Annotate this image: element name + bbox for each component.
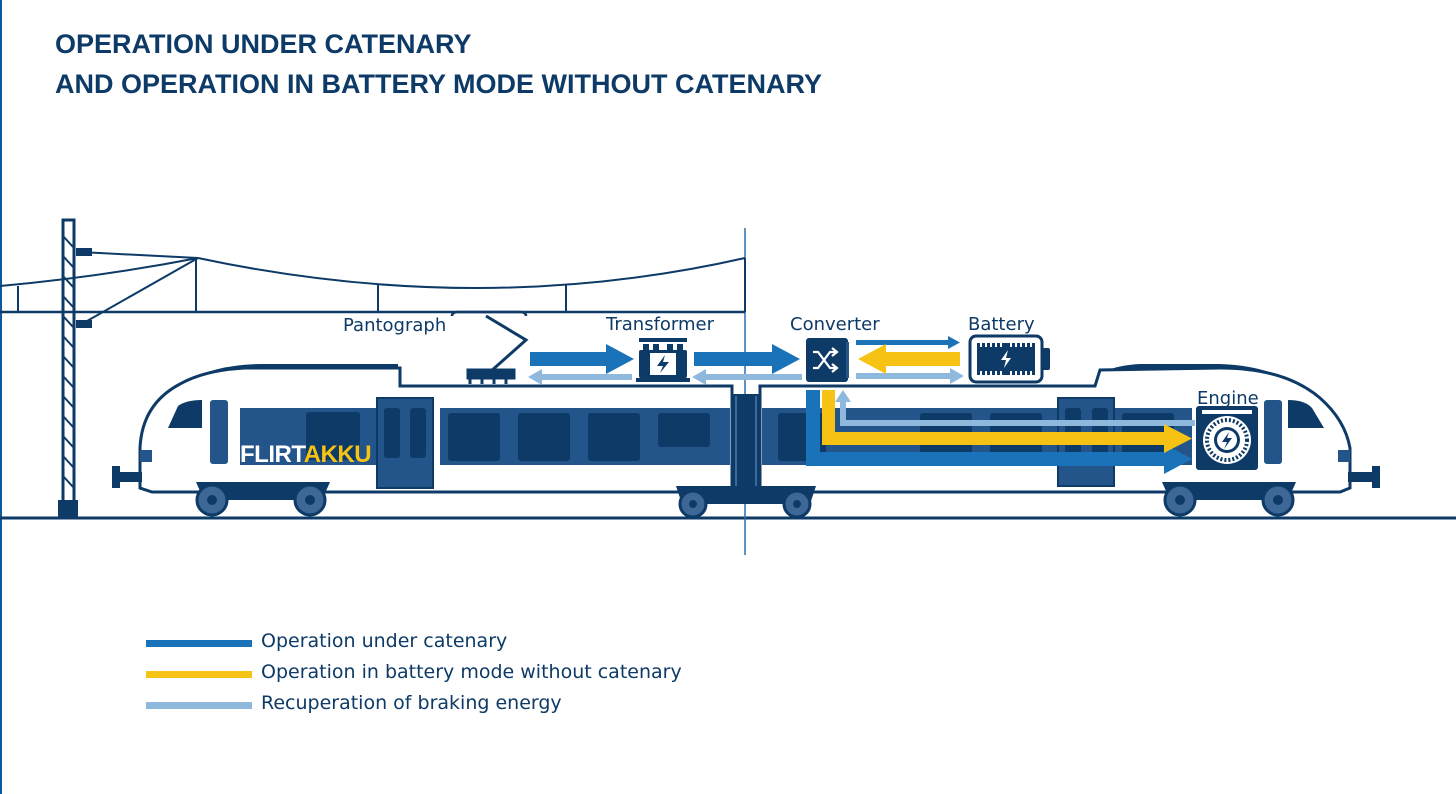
title-line-1: OPERATION UNDER CATENARY <box>55 29 472 59</box>
train-car-left <box>138 364 734 494</box>
bolt-icon <box>657 355 669 373</box>
catenary-mast <box>58 218 92 518</box>
end-couplers <box>112 466 1380 488</box>
left-border <box>0 0 2 794</box>
flirtakku-logo: FLIRTAKKU <box>240 441 371 468</box>
engine-unit <box>1196 406 1258 470</box>
legend-swatch-battery <box>146 671 252 678</box>
legend-swatch-recuperation <box>146 702 252 709</box>
legend-label-battery: Operation in battery mode without catena… <box>261 661 682 683</box>
pantograph <box>450 310 529 384</box>
engine-label: Engine <box>1197 388 1259 409</box>
battery-label: Battery <box>968 314 1035 335</box>
pantograph-label: Pantograph <box>343 315 446 336</box>
battery-flow <box>822 344 1192 453</box>
transformer-unit <box>636 338 690 382</box>
legend-swatch-catenary <box>146 640 252 647</box>
converter-unit <box>806 338 849 382</box>
train-car-right <box>758 364 1352 494</box>
converter-label: Converter <box>790 314 880 335</box>
gangway <box>732 394 760 490</box>
battery-unit <box>968 334 1050 384</box>
shuffle-icon <box>813 347 839 373</box>
legend-label-catenary: Operation under catenary <box>261 630 508 652</box>
battery-icon <box>968 334 1050 384</box>
bogies <box>195 482 1296 519</box>
recuperation-flow <box>528 368 1195 426</box>
legend-label-recuperation: Recuperation of braking energy <box>261 692 562 714</box>
transformer-label: Transformer <box>605 314 715 335</box>
catenary-system <box>0 251 746 326</box>
title-line-2: AND OPERATION IN BATTERY MODE WITHOUT CA… <box>55 69 822 99</box>
catenary-flow <box>530 336 1192 474</box>
diagram-title: OPERATION UNDER CATENARY AND OPERATION I… <box>55 24 822 104</box>
motor-icon <box>1196 406 1258 470</box>
